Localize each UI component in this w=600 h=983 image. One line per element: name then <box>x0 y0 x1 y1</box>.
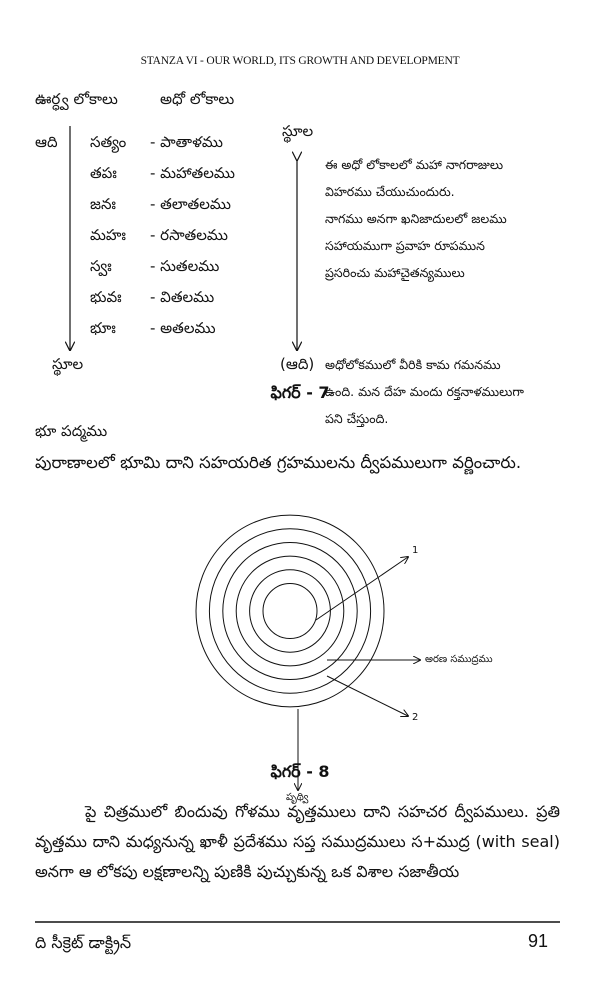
left-bottom-label: స్థూల <box>52 355 84 373</box>
ring <box>208 528 372 694</box>
ring <box>249 569 331 653</box>
upper-world-name: సత్యం <box>90 133 127 151</box>
note-line: సహాయముగా ప్రవాహ రూపమున <box>325 238 485 253</box>
ring <box>262 582 318 640</box>
arrow-2 <box>326 675 408 716</box>
note-line: నాగము అనగా ఖనిజాదులలో జలము <box>325 211 507 226</box>
note-line: పని చేస్తుంది. <box>325 411 389 426</box>
lower-world-name: - వితలము <box>150 288 215 306</box>
lower-world-name: - రసాతలము <box>150 226 228 244</box>
note-line: విహరము చేయుచుందురు. <box>325 184 455 199</box>
body-paragraph: పై చిత్రములో బిందువు గోళము వృత్తములు దాన… <box>35 802 560 881</box>
note-line: ఈ అధో లోకాలలో మహా నాగరాజులు <box>325 157 504 172</box>
label-2: 2 <box>412 712 419 723</box>
label-1: 1 <box>412 545 419 556</box>
page-number: 91 <box>528 931 549 951</box>
upper-world-name: తపః <box>90 164 117 182</box>
figure-7-caption: ఫిగర్ - 7 <box>270 383 330 402</box>
left-top-label: ఆది <box>35 133 58 151</box>
ring <box>222 541 358 681</box>
lower-world-name: - అతలము <box>150 319 216 337</box>
upper-worlds-heading: ఊర్ధ్వ లోకాలు <box>35 90 118 108</box>
label-ocean: అరణ సముద్రము <box>425 654 493 665</box>
lower-world-name: - సుతలము <box>150 257 220 275</box>
label-earth: పృథ్వి <box>286 792 309 803</box>
section-text: పురాణాలలో భూమి దాని సహయరిత గ్రహములను ద్వ… <box>35 453 522 472</box>
concentric-rings <box>195 514 385 708</box>
running-header: STANZA VI - OUR WORLD, ITS GROWTH AND DE… <box>140 55 460 67</box>
ring <box>235 555 345 667</box>
lower-world-name: - పాతాళము <box>150 133 223 151</box>
note-line: ఉంది. మన దేహ మందు రక్తనాళములుగా <box>325 384 524 399</box>
upper-world-name: మహః <box>90 226 126 244</box>
lower-worlds-heading: అధో లోకాలు <box>160 90 235 108</box>
note-line: ప్రసరించు మహాచైతన్యములు <box>325 265 465 280</box>
arrow-1 <box>315 557 408 621</box>
right-top-label: స్థూల <box>282 122 314 140</box>
note-line: అధోలోకములో వీరికి కామ గమనము <box>325 357 501 372</box>
lower-world-name: - మహాతలము <box>150 164 235 182</box>
figure-8-caption: ఫిగర్ - 8 <box>270 762 330 781</box>
lower-world-name: - తలాతలము <box>150 195 231 213</box>
upper-world-name: జనః <box>90 195 116 213</box>
footer-book-title: ది సీక్రెట్ డాక్ట్రిన్ <box>35 933 132 952</box>
upper-world-name: భువః <box>90 288 122 306</box>
upper-world-name: భూః <box>90 319 116 337</box>
ring <box>195 514 385 708</box>
right-bottom-label: (ఆది) <box>280 355 315 373</box>
section-heading: భూ పద్మము <box>35 422 108 440</box>
upper-world-name: స్వః <box>90 257 112 275</box>
